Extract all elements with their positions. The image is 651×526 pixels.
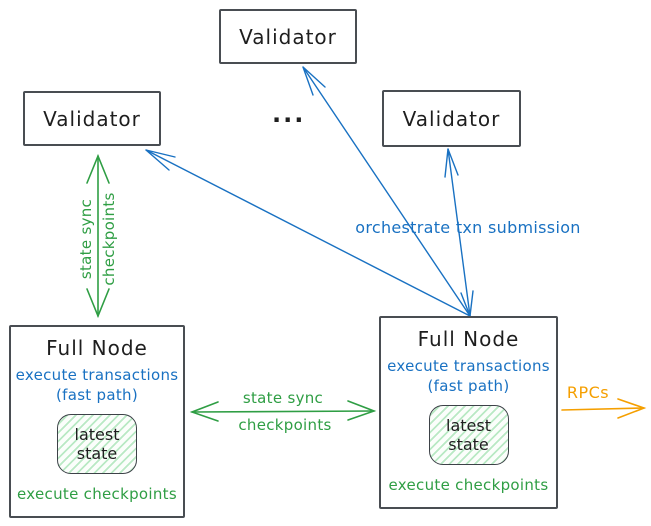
- rpcs-arrow: [561, 398, 647, 419]
- validator-top-label: Validator: [239, 24, 337, 49]
- full-node-right-box: Full Node execute transactions (fast pat…: [379, 316, 558, 509]
- latest-state-box-right: latest state: [428, 405, 509, 465]
- vertical-state-sync-line2: checkpoints: [100, 192, 118, 286]
- full-node-left-title: Full Node: [46, 336, 148, 360]
- validator-left-label: Validator: [43, 106, 141, 131]
- latest-state-left-line1: latest: [74, 424, 120, 444]
- vertical-state-sync-label: state sync checkpoints: [75, 174, 121, 304]
- more-validators-ellipsis: ...: [272, 100, 306, 128]
- orchestrate-txn-submission-label: orchestrate txn submission: [355, 218, 581, 237]
- latest-state-right-line2: state: [448, 435, 489, 454]
- vertical-state-sync-line1: state sync: [77, 198, 95, 280]
- validator-right-label: Validator: [402, 106, 501, 131]
- state-sync-vertical-arrow: [86, 153, 110, 319]
- full-node-right-exec-transactions: execute transactions: [387, 357, 550, 375]
- full-node-right-exec-checkpoints: execute checkpoints: [388, 476, 549, 494]
- latest-state-left-line2: state: [76, 444, 118, 463]
- horizontal-state-sync-line1: state sync: [242, 389, 324, 407]
- full-node-right-fast-path: (fast path): [427, 376, 510, 395]
- full-node-left-fast-path: (fast path): [55, 385, 139, 404]
- rpcs-label: RPCs: [566, 383, 610, 402]
- state-sync-horizontal-arrow: [189, 400, 377, 422]
- full-node-left-exec-checkpoints: execute checkpoints: [17, 485, 177, 503]
- latest-state-right-line1: latest: [446, 415, 491, 435]
- latest-state-box-left: latest state: [57, 414, 137, 474]
- full-node-left-box: Full Node execute transactions (fast pat…: [9, 325, 185, 518]
- validator-left-box: Validator: [23, 91, 161, 146]
- full-node-left-exec-transactions: execute transactions: [15, 366, 179, 384]
- full-node-right-title: Full Node: [417, 327, 520, 351]
- validator-right-box: Validator: [382, 90, 521, 147]
- validator-top-box: Validator: [219, 9, 357, 64]
- horizontal-state-sync-line2: checkpoints: [238, 416, 332, 434]
